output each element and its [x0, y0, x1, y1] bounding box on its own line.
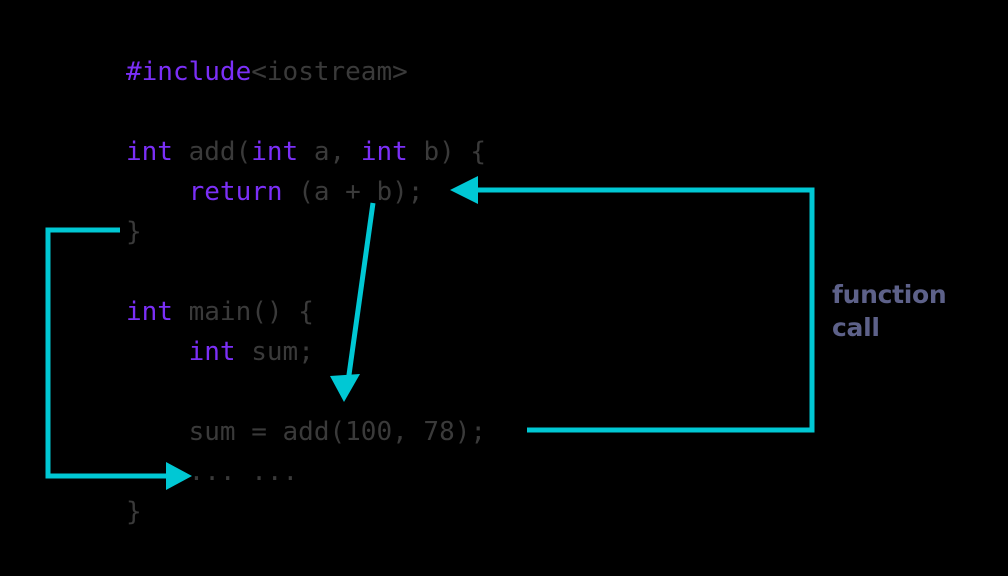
- line-add-signature-seg-3: a,: [298, 137, 361, 167]
- line-add-signature-seg-4: int: [360, 137, 408, 167]
- line-ellipsis: ... ...: [126, 452, 486, 492]
- line-main-signature: int main() {: [126, 292, 486, 332]
- line-main-signature-seg-1: main() {: [172, 297, 314, 327]
- line-blank-2: [126, 252, 486, 292]
- line-blank-1-seg-0: [126, 97, 142, 127]
- line-add-signature-seg-5: b) {: [407, 137, 487, 167]
- line-decl-sum-seg-1: int: [188, 337, 236, 367]
- line-decl-sum-seg-2: sum;: [235, 337, 314, 367]
- line-add-close: }: [126, 212, 486, 252]
- line-add-signature-seg-0: int: [126, 137, 173, 167]
- line-add-signature-seg-2: int: [251, 137, 299, 167]
- line-decl-sum-seg-0: [126, 337, 189, 367]
- line-include-seg-0: #include: [126, 57, 252, 87]
- line-include-seg-1: <iostream>: [251, 57, 408, 87]
- line-return-seg-1: return: [188, 177, 283, 207]
- line-add-signature-seg-1: add(: [172, 137, 252, 167]
- line-main-close-seg-0: }: [126, 497, 142, 527]
- function-call-label-line1: function: [832, 280, 947, 309]
- line-main-signature-seg-0: int: [126, 297, 173, 327]
- line-return-seg-0: [126, 177, 189, 207]
- line-return-seg-2: (a + b);: [282, 177, 424, 207]
- line-blank-2-seg-0: [126, 257, 142, 287]
- line-add-close-seg-0: }: [126, 217, 142, 247]
- line-blank-3-seg-0: [126, 377, 142, 407]
- function-call-arrow: [450, 176, 815, 433]
- line-call-add: sum = add(100, 78);: [126, 412, 486, 452]
- line-include: #include<iostream>: [126, 52, 486, 92]
- line-decl-sum: int sum;: [126, 332, 486, 372]
- line-main-close: }: [126, 492, 486, 532]
- line-blank-3: [126, 372, 486, 412]
- line-call-add-seg-0: sum = add(100, 78);: [126, 417, 487, 447]
- line-add-signature: int add(int a, int b) {: [126, 132, 486, 172]
- function-call-label: function call: [832, 278, 992, 344]
- line-blank-1: [126, 92, 486, 132]
- code-block: #include<iostream> int add(int a, int b)…: [126, 52, 486, 532]
- function-call-label-line2: call: [832, 313, 880, 342]
- line-ellipsis-seg-0: ... ...: [126, 457, 299, 487]
- line-return: return (a + b);: [126, 172, 486, 212]
- function-call-arrow-line: [472, 187, 815, 433]
